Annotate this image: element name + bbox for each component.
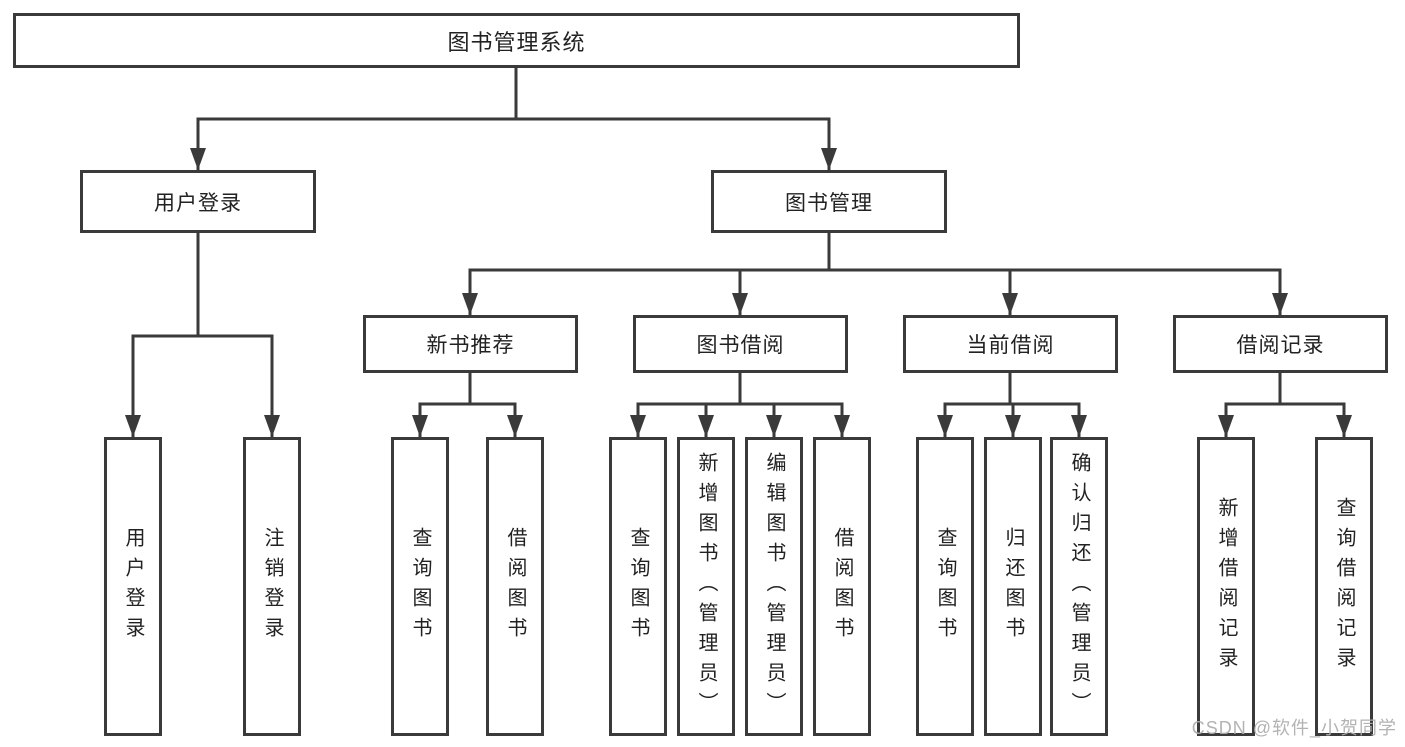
node-leaf-query-books-borrow: 查询图书 [609, 437, 667, 736]
node-book-borrow: 图书借阅 [633, 315, 848, 373]
node-leaf-query-borrow-record: 查询借阅记录 [1315, 437, 1373, 736]
connector-records-split [1224, 402, 1346, 437]
arrow-down-icon [630, 415, 646, 437]
leaf-label: 编辑图书（管理员） [763, 451, 785, 722]
arrow-down-icon [125, 415, 141, 437]
connector-userlogin-split [131, 334, 274, 437]
leaf-label: 查询图书 [627, 526, 649, 647]
arrow-down-icon [766, 415, 782, 437]
node-book-borrow-label: 图书借阅 [696, 334, 785, 357]
node-leaf-user-login: 用户登录 [104, 437, 162, 736]
arrow-down-icon [1218, 415, 1234, 437]
node-root-label: 图书管理系统 [447, 29, 586, 55]
node-leaf-query-books-recommend: 查询图书 [391, 437, 449, 736]
leaf-label: 查询图书 [934, 526, 956, 647]
node-leaf-return-books: 归还图书 [984, 437, 1042, 736]
node-leaf-logout: 注销登录 [243, 437, 301, 736]
node-new-book-recommend: 新书推荐 [363, 315, 578, 373]
node-new-book-recommend-label: 新书推荐 [426, 334, 515, 357]
arrow-down-icon [462, 293, 478, 315]
arrow-down-icon [1005, 415, 1021, 437]
node-book-management-label: 图书管理 [785, 191, 873, 215]
node-leaf-add-book-admin: 新增图书（管理员） [677, 437, 735, 736]
node-root: 图书管理系统 [13, 13, 1020, 68]
leaf-label: 用户登录 [122, 526, 144, 647]
csdn-watermark: CSDN @软件_小贺同学 [1191, 718, 1397, 738]
leaf-label: 借阅图书 [504, 526, 526, 647]
arrow-down-icon [937, 415, 953, 437]
arrow-down-icon [507, 415, 523, 437]
leaf-label: 新增图书（管理员） [695, 451, 717, 722]
leaf-label: 归还图书 [1002, 526, 1024, 647]
arrow-down-icon [1336, 415, 1352, 437]
node-leaf-edit-book-admin: 编辑图书（管理员） [745, 437, 803, 736]
leaf-label: 注销登录 [261, 526, 283, 647]
leaf-label: 查询借阅记录 [1333, 496, 1355, 677]
leaf-label: 借阅图书 [831, 526, 853, 647]
node-book-management: 图书管理 [711, 170, 947, 233]
arrow-down-icon [1272, 293, 1288, 315]
node-leaf-borrow-books: 借阅图书 [813, 437, 871, 736]
node-borrow-records-label: 借阅记录 [1236, 334, 1325, 357]
node-leaf-borrow-books-recommend: 借阅图书 [486, 437, 544, 736]
node-leaf-query-books-current: 查询图书 [916, 437, 974, 736]
arrow-down-icon [698, 415, 714, 437]
node-leaf-add-borrow-record: 新增借阅记录 [1197, 437, 1255, 736]
node-user-login-label: 用户登录 [154, 191, 242, 215]
connector-root-split [196, 117, 831, 170]
arrow-down-icon [264, 415, 280, 437]
arrow-down-icon [1071, 415, 1087, 437]
node-current-borrow-label: 当前借阅 [966, 334, 1055, 357]
node-leaf-confirm-return-admin: 确认归还（管理员） [1050, 437, 1108, 736]
leaf-label: 查询图书 [409, 526, 431, 647]
node-current-borrow: 当前借阅 [903, 315, 1118, 373]
arrow-down-icon [834, 415, 850, 437]
arrowheads [125, 148, 1352, 437]
arrow-down-icon [732, 293, 748, 315]
arrow-down-icon [821, 148, 837, 170]
node-user-login: 用户登录 [80, 170, 316, 233]
connector-borrow-split [636, 402, 844, 437]
arrow-down-icon [1002, 293, 1018, 315]
leaf-label: 新增借阅记录 [1215, 496, 1237, 677]
node-borrow-records: 借阅记录 [1173, 315, 1388, 373]
connector-newbook-split [418, 402, 517, 437]
arrow-down-icon [412, 415, 428, 437]
arrow-down-icon [190, 148, 206, 170]
connector-bookmgmt-split [468, 268, 1282, 315]
leaf-label: 确认归还（管理员） [1068, 451, 1090, 722]
